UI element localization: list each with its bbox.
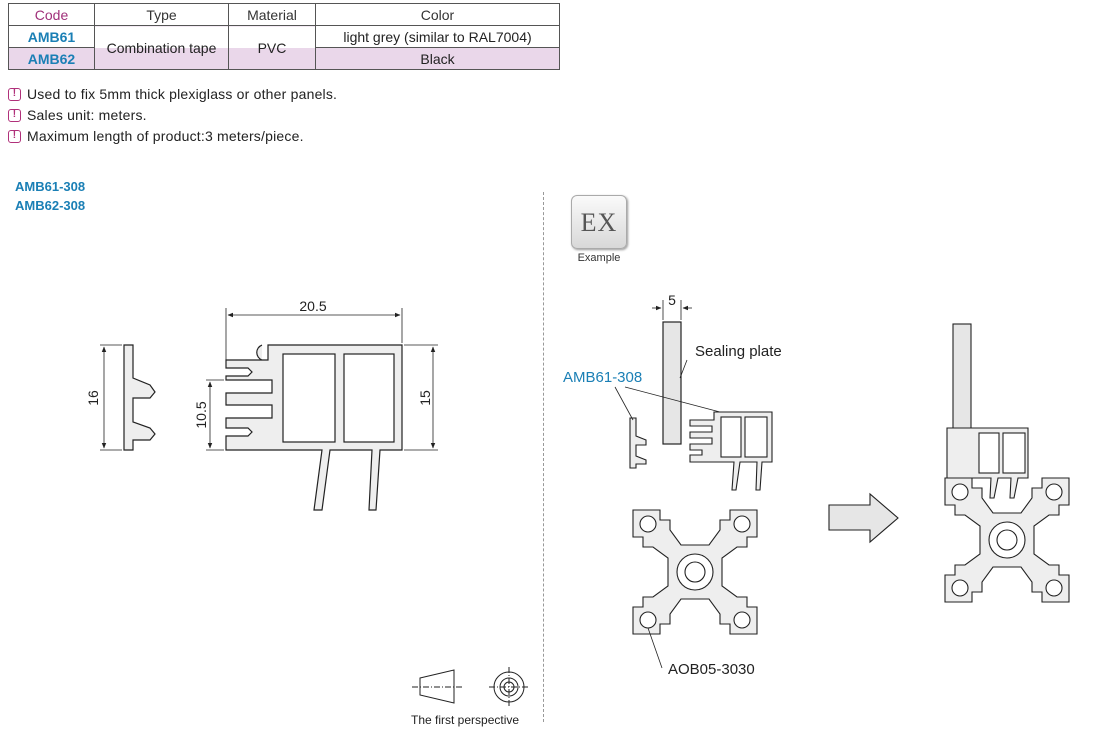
- model-code: AMB61-308: [15, 179, 86, 194]
- tape-side-view: [123, 344, 156, 451]
- arrow-right-icon: [828, 492, 899, 544]
- type-cell: Combination tape: [94, 25, 229, 70]
- dim-height-label: 15: [417, 390, 433, 406]
- table-row: AMB61 Combination tape PVC light grey (s…: [8, 25, 560, 70]
- example-badge: EX: [571, 195, 627, 249]
- example-badge-text: EX: [580, 208, 618, 237]
- dim-slot-label: 10.5: [193, 401, 209, 428]
- notes-list: ! Used to fix 5mm thick plexiglass or oth…: [8, 84, 337, 147]
- leader-line: [647, 627, 663, 669]
- color-cell: light grey (similar to RAL7004): [315, 25, 560, 48]
- model-code: AMB62-308: [15, 198, 86, 213]
- note-text: Maximum length of product:3 meters/piece…: [27, 128, 304, 144]
- dimension-10-5: [206, 379, 224, 451]
- dimension-20-5: [225, 308, 403, 360]
- table-row: AMB62 Black: [8, 47, 560, 70]
- tape-cross-section: [225, 344, 403, 511]
- dimension-5: [652, 300, 692, 320]
- note-item: ! Used to fix 5mm thick plexiglass or oth…: [8, 84, 337, 105]
- assembled-view: [944, 323, 1070, 603]
- dim-plate-label: 5: [668, 292, 676, 308]
- profile-label: AOB05-3030: [668, 661, 755, 678]
- warning-icon: !: [8, 109, 21, 122]
- profile-section: [632, 509, 758, 635]
- warning-icon: !: [8, 130, 21, 143]
- code-cell: AMB61: [8, 25, 95, 48]
- tape-section-small: [689, 411, 773, 491]
- leader-line: [679, 359, 688, 379]
- perspective-label: The first perspective: [411, 713, 520, 727]
- material-cell: PVC: [228, 25, 316, 70]
- dim-total-label: 16: [85, 390, 101, 406]
- note-text: Sales unit: meters.: [27, 107, 147, 123]
- code-cell: AMB62: [8, 47, 95, 70]
- tape-side-small: [629, 417, 647, 469]
- note-item: ! Sales unit: meters.: [8, 105, 337, 126]
- warning-icon: !: [8, 88, 21, 101]
- dimension-16: [100, 344, 122, 451]
- divider: [543, 192, 544, 722]
- perspective-symbol-icon: [412, 667, 529, 707]
- color-cell: Black: [315, 47, 560, 70]
- table-header-row: Code Type Material Color: [8, 3, 560, 26]
- spec-table: Code Type Material Color AMB61 Combinati…: [8, 3, 560, 70]
- dim-width-label: 20.5: [299, 298, 326, 314]
- dimension-15: [404, 344, 438, 451]
- tape-label: AMB61-308: [563, 369, 642, 386]
- leader-line: [614, 386, 721, 421]
- sealing-plate: [662, 321, 682, 445]
- example-caption: Example: [577, 252, 621, 264]
- note-text: Used to fix 5mm thick plexiglass or othe…: [27, 86, 338, 102]
- note-item: ! Maximum length of product:3 meters/piec…: [8, 126, 337, 147]
- plate-label: Sealing plate: [695, 343, 782, 360]
